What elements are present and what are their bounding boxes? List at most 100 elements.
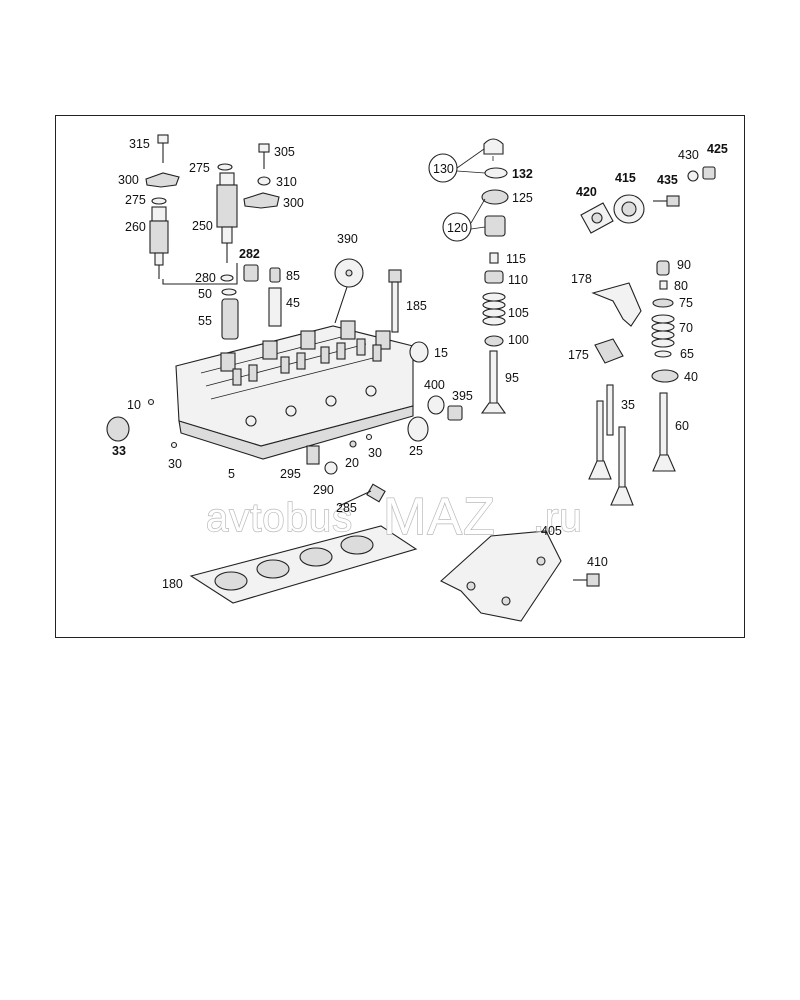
glow-plug-285 bbox=[338, 483, 386, 507]
valve-60 bbox=[652, 392, 676, 472]
valves-35 bbox=[588, 384, 634, 506]
label-430: 430 bbox=[678, 148, 699, 162]
label-5: 5 bbox=[228, 467, 235, 481]
spring-105 bbox=[482, 292, 506, 326]
key-115 bbox=[489, 252, 499, 264]
label-250: 250 bbox=[192, 219, 213, 233]
callout-labels: 315 305 275 300 310 275 300 260 250 282 … bbox=[112, 137, 728, 591]
watermark-text-3: .ru bbox=[533, 496, 583, 540]
washer-310 bbox=[257, 176, 271, 186]
label-300b: 300 bbox=[283, 196, 304, 210]
label-70: 70 bbox=[679, 321, 693, 335]
label-178: 178 bbox=[571, 272, 592, 286]
label-45: 45 bbox=[286, 296, 300, 310]
ports bbox=[245, 385, 377, 427]
washer-275-right bbox=[217, 163, 233, 171]
ball-20 bbox=[349, 440, 357, 448]
label-85: 85 bbox=[286, 269, 300, 283]
dowel-30-right bbox=[365, 433, 373, 441]
bolt-435 bbox=[653, 195, 680, 207]
label-30a: 30 bbox=[168, 457, 182, 471]
plug-15 bbox=[409, 341, 429, 363]
label-15: 15 bbox=[434, 346, 448, 360]
ring-132 bbox=[484, 167, 508, 179]
bracket-405 bbox=[440, 530, 562, 622]
label-275b: 275 bbox=[125, 193, 146, 207]
label-180: 180 bbox=[162, 577, 183, 591]
label-175: 175 bbox=[568, 348, 589, 362]
ring-290 bbox=[324, 461, 338, 475]
dowel-10 bbox=[147, 398, 155, 406]
label-95: 95 bbox=[505, 371, 519, 385]
sensor-295 bbox=[306, 445, 320, 465]
label-50: 50 bbox=[198, 287, 212, 301]
label-55: 55 bbox=[198, 314, 212, 328]
watermark: avtobus MAZ .ru bbox=[205, 487, 583, 546]
label-132: 132 bbox=[512, 167, 533, 181]
label-400: 400 bbox=[424, 378, 445, 392]
cam-towers bbox=[220, 320, 391, 372]
dowel-30-left bbox=[170, 441, 178, 449]
label-75: 75 bbox=[679, 296, 693, 310]
label-35: 35 bbox=[621, 398, 635, 412]
head-gasket-180 bbox=[189, 525, 418, 604]
label-100: 100 bbox=[508, 333, 529, 347]
label-300a: 300 bbox=[118, 173, 139, 187]
retainer-75 bbox=[652, 298, 674, 308]
housing-415 bbox=[613, 194, 645, 224]
seal-40 bbox=[651, 369, 679, 383]
clamp-300-right bbox=[243, 192, 280, 209]
label-425: 425 bbox=[707, 142, 728, 156]
label-105: 105 bbox=[508, 306, 529, 320]
seal-85 bbox=[269, 267, 281, 283]
label-120: 120 bbox=[447, 221, 468, 235]
key-80 bbox=[659, 280, 668, 290]
ring-50 bbox=[221, 288, 237, 296]
label-115: 115 bbox=[506, 252, 526, 266]
label-90: 90 bbox=[677, 258, 691, 272]
washer-65 bbox=[654, 350, 672, 358]
spring-70 bbox=[651, 314, 675, 348]
rocker-175 bbox=[594, 338, 624, 364]
cap-130 bbox=[483, 138, 504, 155]
plug-395 bbox=[447, 405, 463, 421]
bolt-315 bbox=[157, 134, 169, 144]
label-405: 405 bbox=[541, 524, 562, 538]
bolt-305 bbox=[258, 143, 270, 153]
label-305: 305 bbox=[274, 145, 295, 159]
guide-45 bbox=[268, 287, 282, 327]
label-435: 435 bbox=[657, 173, 678, 187]
tappet-120 bbox=[484, 215, 506, 237]
label-415: 415 bbox=[615, 171, 636, 185]
tappet-90 bbox=[656, 260, 670, 276]
injector-250 bbox=[216, 184, 238, 228]
plug-33 bbox=[106, 416, 130, 442]
valve-springs bbox=[232, 338, 382, 386]
injector-group bbox=[145, 134, 282, 340]
sleeve-55 bbox=[221, 298, 239, 340]
valvetrain-center bbox=[480, 138, 509, 414]
injector-260-top bbox=[151, 206, 167, 222]
label-315: 315 bbox=[129, 137, 150, 151]
label-80: 80 bbox=[674, 279, 688, 293]
parts-diagram-frame: avtobus MAZ .ru 315 305 275 300 310 275 … bbox=[55, 115, 745, 638]
valve-95 bbox=[489, 350, 498, 412]
label-295: 295 bbox=[280, 467, 301, 481]
label-282: 282 bbox=[239, 247, 260, 261]
label-185: 185 bbox=[406, 299, 427, 313]
label-40: 40 bbox=[684, 370, 698, 384]
cover-420 bbox=[580, 202, 614, 234]
cylinder-head bbox=[175, 320, 414, 460]
label-395: 395 bbox=[452, 389, 473, 403]
watermark-text-1: avtobus bbox=[206, 496, 353, 540]
label-65: 65 bbox=[680, 347, 694, 361]
label-285: 285 bbox=[336, 501, 357, 515]
label-110: 110 bbox=[508, 273, 528, 287]
label-130: 130 bbox=[433, 162, 454, 176]
label-280: 280 bbox=[195, 271, 216, 285]
label-410: 410 bbox=[587, 555, 608, 569]
washer-275-left bbox=[151, 197, 167, 205]
washer-280 bbox=[220, 274, 234, 282]
injector-260 bbox=[149, 220, 169, 254]
label-420: 420 bbox=[576, 185, 597, 199]
